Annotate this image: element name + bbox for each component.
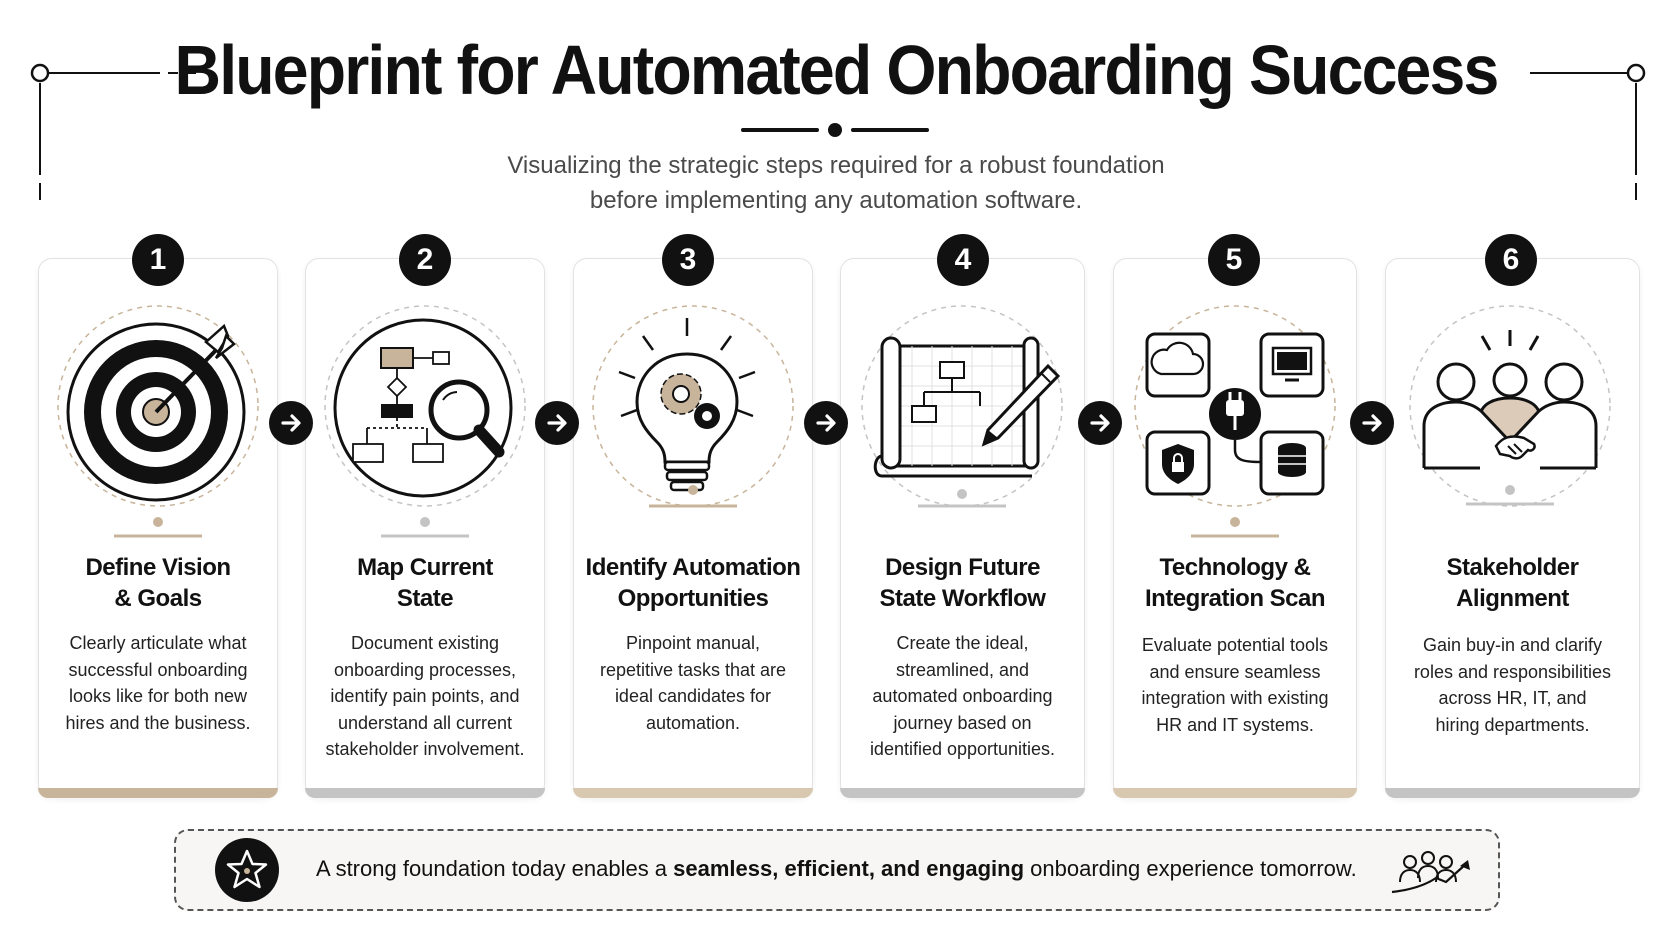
step-number-badge-6: 6 <box>1485 234 1537 286</box>
step-desc-2-line-2: onboarding processes, <box>333 659 517 680</box>
step-desc-4: Create the ideal, streamlined, and autom… <box>840 630 1085 763</box>
step-title-1-line-2: & Goals <box>114 585 202 612</box>
subtitle-line-2: before implementing any automation softw… <box>589 187 1083 214</box>
next-step-arrow-1 <box>269 401 313 445</box>
step-desc-2-line-1: Document existing <box>350 633 500 653</box>
step-title-6-line-1: Stakeholder <box>1446 554 1579 581</box>
step-title-2-line-1: Map Current <box>357 554 493 581</box>
step-desc-4-line-1: Create the ideal, <box>896 633 1029 653</box>
step-desc-4-line-2: streamlined, and <box>895 659 1030 680</box>
step-number-badge-1: 1 <box>132 234 184 286</box>
step-desc-6-line-3: across HR, IT, and <box>1438 688 1587 708</box>
team-growth-icon <box>1391 851 1470 894</box>
card-accent-bar <box>1113 788 1357 798</box>
step-desc-6-line-1: Gain buy-in and clarify <box>1422 635 1603 655</box>
card-accent-bar <box>573 788 813 798</box>
footer-banner <box>174 829 1500 911</box>
step-title-1: Define Vision & Goals <box>38 552 278 614</box>
step-title-6: Stakeholder Alignment <box>1385 552 1640 614</box>
step-desc-2: Document existing onboarding processes, … <box>305 630 545 763</box>
step-title-5-line-1: Technology & <box>1159 554 1311 581</box>
step-desc-2-line-3: identify pain points, and <box>330 686 520 706</box>
step-desc-6-line-4: hiring departments. <box>1435 714 1590 735</box>
step-desc-4-line-5: identified opportunities. <box>869 739 1056 759</box>
step-desc-5-line-1: Evaluate potential tools <box>1141 635 1329 655</box>
step-desc-3-line-4: automation. <box>645 712 741 733</box>
integration-puzzle-icon <box>1134 305 1336 538</box>
header-frame-right <box>1530 63 1646 200</box>
step-title-2-line-2: State <box>396 585 454 612</box>
step-desc-2-line-4: understand all current <box>337 712 513 733</box>
handshake-group-icon <box>1409 305 1611 507</box>
step-desc-1-line-3: looks like for both new <box>68 686 248 706</box>
step-title-6-line-2: Alignment <box>1456 585 1569 612</box>
step-desc-4-line-4: journey based on <box>893 712 1032 733</box>
card-accent-bar <box>38 788 278 798</box>
target-icon <box>57 305 259 538</box>
step-desc-1-line-4: hires and the business. <box>65 712 251 733</box>
step-title-5: Technology & Integration Scan <box>1113 552 1357 614</box>
next-step-arrow-3 <box>804 401 848 445</box>
next-step-arrow-4 <box>1078 401 1122 445</box>
step-title-4-line-1: Design Future <box>885 554 1040 581</box>
step-desc-5-line-2: and ensure seamless <box>1149 661 1321 682</box>
step-number-badge-2: 2 <box>399 234 451 286</box>
step-desc-1: Clearly articulate what successful onboa… <box>38 630 278 736</box>
step-title-4-line-2: State Workflow <box>879 585 1046 612</box>
header-frame-left <box>30 63 196 200</box>
footer-message: A strong foundation today enables a seam… <box>316 856 1357 882</box>
step-title-2: Map Current State <box>305 552 545 614</box>
step-title-3-line-1: Identify Automation <box>585 554 801 581</box>
step-title-5-line-2: Integration Scan <box>1144 585 1326 612</box>
step-desc-3: Pinpoint manual, repetitive tasks that a… <box>573 630 813 736</box>
flowchart-magnifier-icon <box>324 305 526 538</box>
footer-text-before: A strong foundation today enables a <box>316 856 674 881</box>
step-desc-1-line-1: Clearly articulate what <box>69 633 247 653</box>
next-step-arrow-2 <box>535 401 579 445</box>
subtitle-line-1: Visualizing the strategic steps required… <box>507 152 1165 179</box>
step-card-3 <box>573 258 813 798</box>
step-number-badge-5: 5 <box>1208 234 1260 286</box>
step-desc-6: Gain buy-in and clarify roles and respon… <box>1385 632 1640 738</box>
page-title: Blueprint for Automated Onboarding Succe… <box>174 31 1500 109</box>
step-desc-4-line-3: automated onboarding <box>872 686 1053 706</box>
arrow-right-icon <box>547 414 567 432</box>
arrow-right-icon <box>281 414 301 432</box>
card-accent-bar <box>1385 788 1640 798</box>
step-desc-2-line-5: stakeholder involvement. <box>325 739 525 759</box>
step-desc-3-line-3: ideal candidates for <box>614 686 772 706</box>
step-card-6 <box>1385 258 1640 798</box>
arrow-right-icon <box>1090 414 1110 432</box>
step-desc-3-line-2: repetitive tasks that are <box>599 659 787 680</box>
step-number-badge-3: 3 <box>662 234 714 286</box>
title-divider <box>741 123 929 137</box>
step-title-3-line-2: Opportunities <box>617 585 769 612</box>
step-title-1-line-1: Define Vision <box>85 554 231 581</box>
step-title-4: Design Future State Workflow <box>840 552 1085 614</box>
arrow-right-icon <box>816 414 836 432</box>
step-desc-1-line-2: successful onboarding <box>68 659 248 680</box>
footer-text-after: onboarding experience tomorrow. <box>1024 856 1357 881</box>
step-desc-5-line-3: integration with existing <box>1141 688 1329 708</box>
step-title-3: Identify Automation Opportunities <box>573 552 813 614</box>
lightbulb-gears-icon <box>592 305 794 508</box>
star-badge-icon <box>215 838 279 902</box>
next-step-arrow-5 <box>1350 401 1394 445</box>
step-desc-5-line-4: HR and IT systems. <box>1156 714 1314 735</box>
step-desc-6-line-2: roles and responsibilities <box>1413 661 1612 682</box>
card-accent-bar <box>305 788 545 798</box>
footer-text-bold: seamless, efficient, and engaging <box>673 856 1025 881</box>
step-desc-3-line-1: Pinpoint manual, <box>625 633 761 653</box>
page-subtitle: Visualizing the strategic steps required… <box>336 148 1336 218</box>
step-desc-5: Evaluate potential tools and ensure seam… <box>1113 632 1357 738</box>
arrow-right-icon <box>1362 414 1382 432</box>
blueprint-pencil-icon <box>861 305 1063 508</box>
step-number-badge-4: 4 <box>937 234 989 286</box>
card-accent-bar <box>840 788 1085 798</box>
